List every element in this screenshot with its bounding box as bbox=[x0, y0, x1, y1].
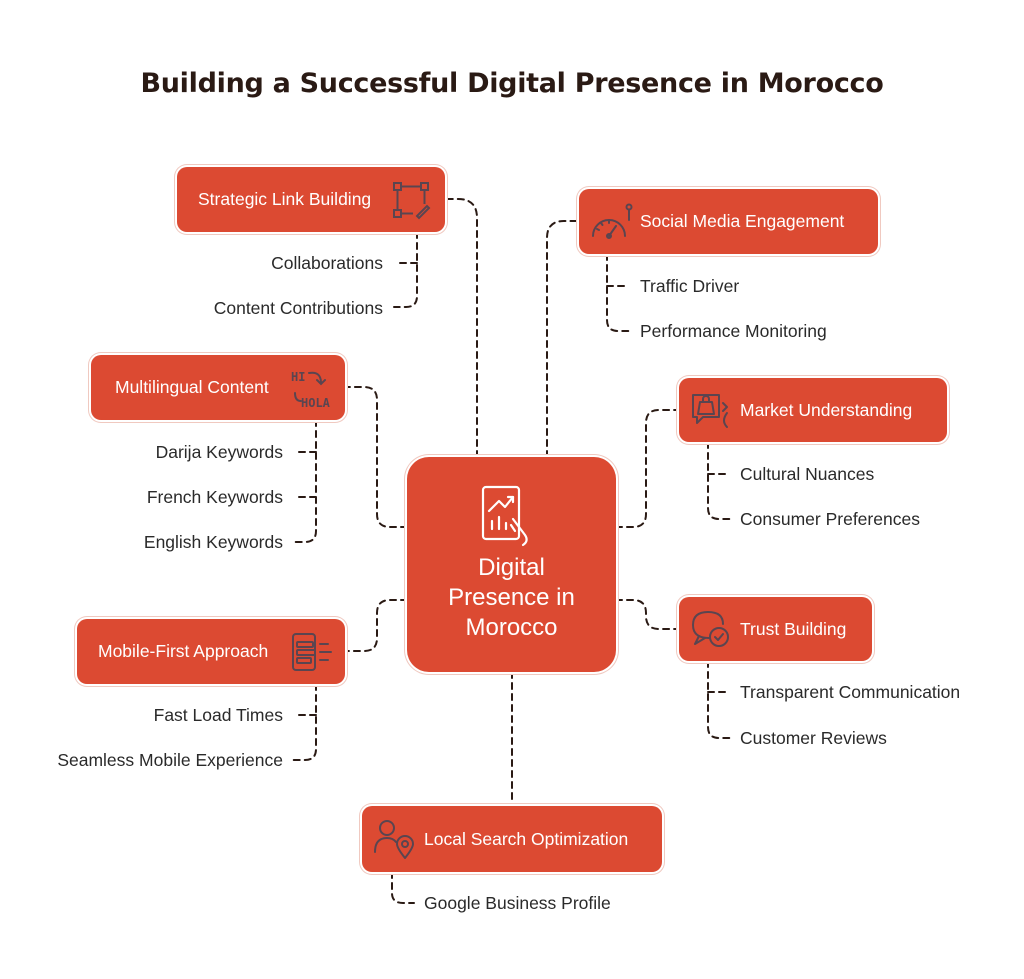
center-node-label-line: Digital bbox=[478, 554, 545, 581]
mobile-speed-icon bbox=[292, 633, 332, 671]
center-node-label-line: Presence in bbox=[448, 584, 575, 611]
translate-icon-hola: HOLA bbox=[301, 396, 331, 409]
connector-multilingual-subitems bbox=[292, 419, 317, 543]
item-consumer-preferences: Consumer Preferences bbox=[740, 509, 920, 529]
item-english-keywords: English Keywords bbox=[143, 532, 283, 552]
node-label-trust-building: Trust Building bbox=[740, 619, 847, 639]
connector-mobile-subitems bbox=[292, 683, 317, 761]
item-performance-monitoring: Performance Monitoring bbox=[640, 321, 827, 341]
link-nodes-icon bbox=[393, 182, 431, 220]
item-cultural-nuances: Cultural Nuances bbox=[740, 464, 875, 484]
item-darija-keywords: Darija Keywords bbox=[155, 442, 283, 462]
translate-icon-hi: HI bbox=[291, 370, 305, 384]
item-seamless-mobile-experience: Seamless Mobile Experience bbox=[57, 750, 283, 770]
chat-check-icon bbox=[692, 611, 729, 647]
connector-center-strategic-link bbox=[444, 198, 478, 458]
node-label-market-understanding: Market Understanding bbox=[740, 400, 913, 420]
connector-social-subitems bbox=[606, 253, 631, 332]
item-transparent-communication: Transparent Communication bbox=[740, 682, 961, 702]
node-market-understanding: Market Understanding bbox=[679, 378, 947, 442]
connector-center-multilingual bbox=[344, 386, 408, 528]
node-label-multilingual-content: Multilingual Content bbox=[115, 377, 269, 397]
gauge-icon bbox=[592, 203, 633, 239]
node-social-media-engagement: Social Media Engagement bbox=[579, 189, 878, 254]
connector-trust-subitems bbox=[707, 660, 732, 739]
connector-local-search-subitems bbox=[391, 871, 415, 904]
node-label-mobile-first-approach: Mobile-First Approach bbox=[98, 641, 269, 661]
node-mobile-first-approach: Mobile-First Approach bbox=[77, 619, 345, 684]
node-multilingual-content: Multilingual Content HI HOLA bbox=[91, 355, 345, 420]
node-trust-building: Trust Building bbox=[679, 597, 872, 661]
node-local-search-optimization: Local Search Optimization bbox=[362, 806, 662, 872]
person-location-icon bbox=[374, 820, 414, 859]
tablet-chart-icon bbox=[481, 485, 528, 547]
connector-center-mobile bbox=[344, 599, 408, 652]
node-label-social-media-engagement: Social Media Engagement bbox=[640, 211, 845, 231]
item-customer-reviews: Customer Reviews bbox=[740, 728, 887, 748]
connector-center-trust bbox=[615, 599, 681, 630]
item-collaborations: Collaborations bbox=[271, 253, 383, 273]
item-fast-load-times: Fast Load Times bbox=[153, 705, 283, 725]
connector-market-subitems bbox=[707, 441, 732, 520]
item-french-keywords: French Keywords bbox=[146, 487, 283, 507]
connector-center-social-media bbox=[546, 220, 581, 458]
connector-center-market bbox=[615, 409, 681, 528]
item-google-business-profile: Google Business Profile bbox=[424, 893, 611, 913]
node-label-strategic-link-building: Strategic Link Building bbox=[198, 189, 372, 209]
diagram-title: Building a Successful Digital Presence i… bbox=[140, 68, 884, 99]
node-label-local-search-optimization: Local Search Optimization bbox=[424, 829, 629, 849]
node-strategic-link-building: Strategic Link Building bbox=[177, 167, 445, 232]
translate-icon: HI HOLA bbox=[291, 370, 331, 409]
center-node-label-line: Morocco bbox=[465, 614, 558, 641]
shopping-bag-icon bbox=[692, 394, 728, 428]
item-content-contributions: Content Contributions bbox=[213, 298, 383, 318]
connector-strategic-subitems bbox=[393, 231, 418, 308]
item-traffic-driver: Traffic Driver bbox=[640, 276, 740, 296]
